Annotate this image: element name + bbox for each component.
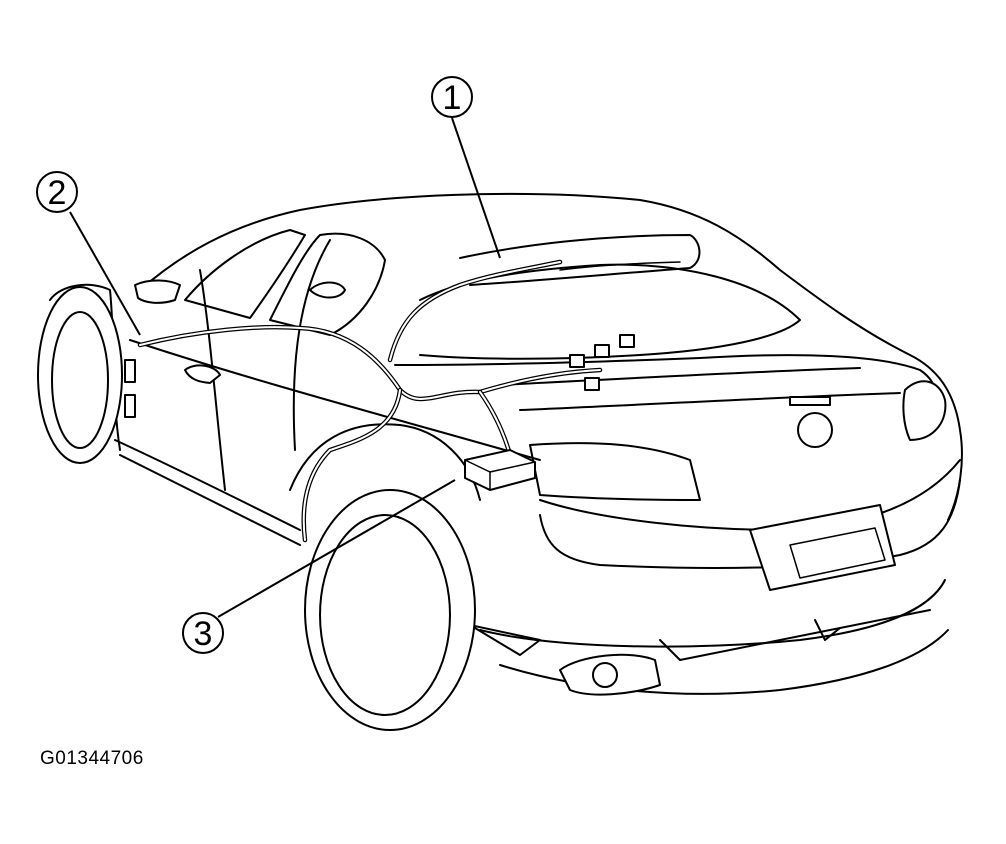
callout-3: 3	[182, 479, 456, 654]
callout-1: 1	[431, 76, 501, 259]
callout-2-circle	[36, 171, 78, 213]
callout-1-number: 1	[443, 79, 462, 117]
callout-3-circle	[182, 612, 224, 654]
callout-1-circle	[431, 76, 473, 118]
wiring-harness	[124, 259, 635, 543]
car-body	[49, 192, 963, 696]
wheels	[37, 286, 476, 731]
callout-2-number: 2	[48, 174, 67, 212]
callout-2: 2	[36, 171, 141, 336]
figure-id-label: G01344706	[40, 748, 144, 769]
callout-3-leader	[217, 479, 456, 618]
callout-3-number: 3	[194, 615, 213, 653]
callout-1-leader	[451, 117, 501, 259]
callout-2-leader	[69, 211, 141, 336]
